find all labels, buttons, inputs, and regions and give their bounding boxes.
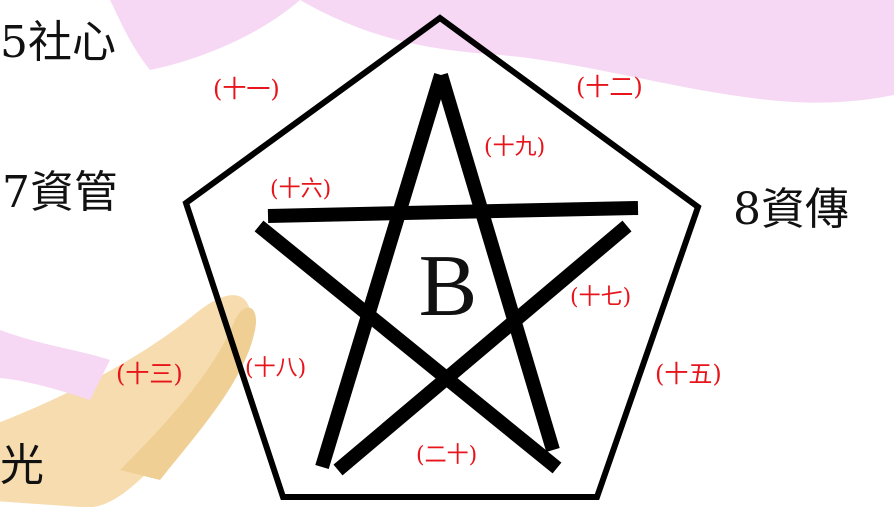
edge-label-11: (十一)	[213, 75, 280, 103]
edge-label-20: (二十)	[416, 443, 477, 468]
side-label-top-left: 5社心	[0, 17, 116, 68]
edge-label-18: (十八)	[245, 356, 306, 381]
star-line-horizontal	[268, 208, 638, 216]
edge-label-16: (十六)	[270, 177, 331, 202]
side-label-mid-right: 8資傳	[733, 184, 849, 235]
side-label-mid-left: 7資管	[2, 167, 118, 218]
bg-pink-bottom-left	[0, 330, 110, 400]
edge-label-15: (十五)	[655, 360, 722, 388]
side-label-bottom-left: 光	[0, 440, 44, 491]
star-line-cross-down	[259, 226, 557, 468]
edge-label-19: (十九)	[484, 135, 545, 160]
edge-label-17: (十七)	[570, 285, 631, 310]
center-letter: B	[419, 238, 478, 335]
edge-label-13: (十三)	[116, 360, 183, 388]
bg-pink-top-left	[110, 0, 300, 70]
edge-label-12: (十二)	[576, 73, 643, 101]
